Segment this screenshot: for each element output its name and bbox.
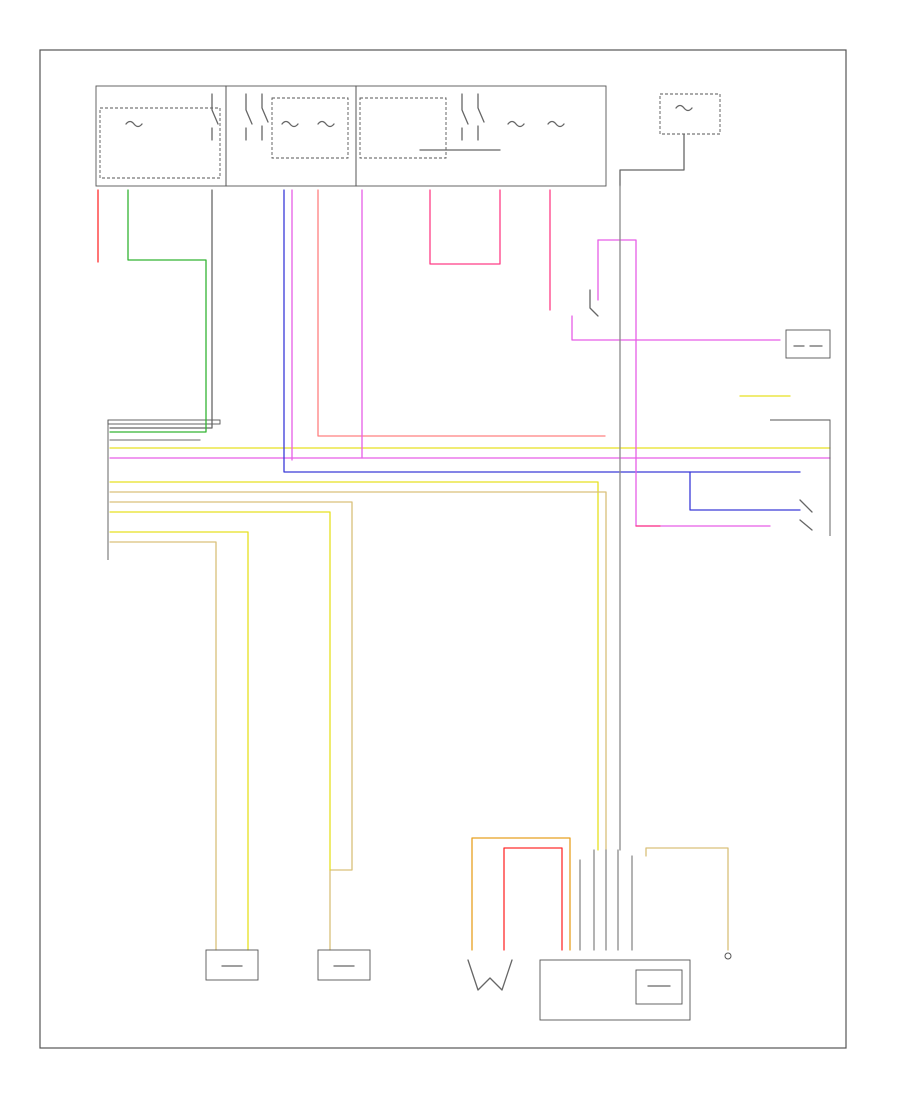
cooling-fan-control-switch xyxy=(770,419,831,536)
wire-pink-relay xyxy=(589,289,599,317)
wire-red-feed xyxy=(503,847,563,951)
wire-green-ecm xyxy=(109,189,207,433)
wire-pink-loop xyxy=(429,189,501,265)
wire-orange-feed xyxy=(471,837,571,951)
diagram-frame xyxy=(39,49,847,1049)
wire-yellow-sensor-c xyxy=(109,531,249,951)
fan-relay-right xyxy=(785,329,831,359)
wire-tan-ecm-2 xyxy=(109,491,607,851)
wire-tan-resistor xyxy=(645,847,729,951)
wire-tan-sensor-a xyxy=(109,501,353,951)
cooling-fan-control-module xyxy=(539,959,691,1021)
engine-control-module xyxy=(107,419,221,560)
wire-tan-sensor-d xyxy=(109,541,217,951)
radiator-shutter-position-sensor-upper xyxy=(317,949,371,981)
wire-yellow-sensor-b xyxy=(109,511,331,871)
brake-light-switch xyxy=(467,959,513,991)
wire-tan-ecm-1 xyxy=(109,481,599,851)
fuse-relay-box xyxy=(95,85,721,187)
radiator-shutter-position-sensor-lower xyxy=(205,949,259,981)
cooling-fan-resistor xyxy=(724,952,732,960)
wire-black-ecm-1 xyxy=(109,189,213,429)
wire-lightred xyxy=(317,189,606,437)
wire-violet-to-fan xyxy=(597,239,771,527)
wire-violet-switch xyxy=(571,315,781,341)
